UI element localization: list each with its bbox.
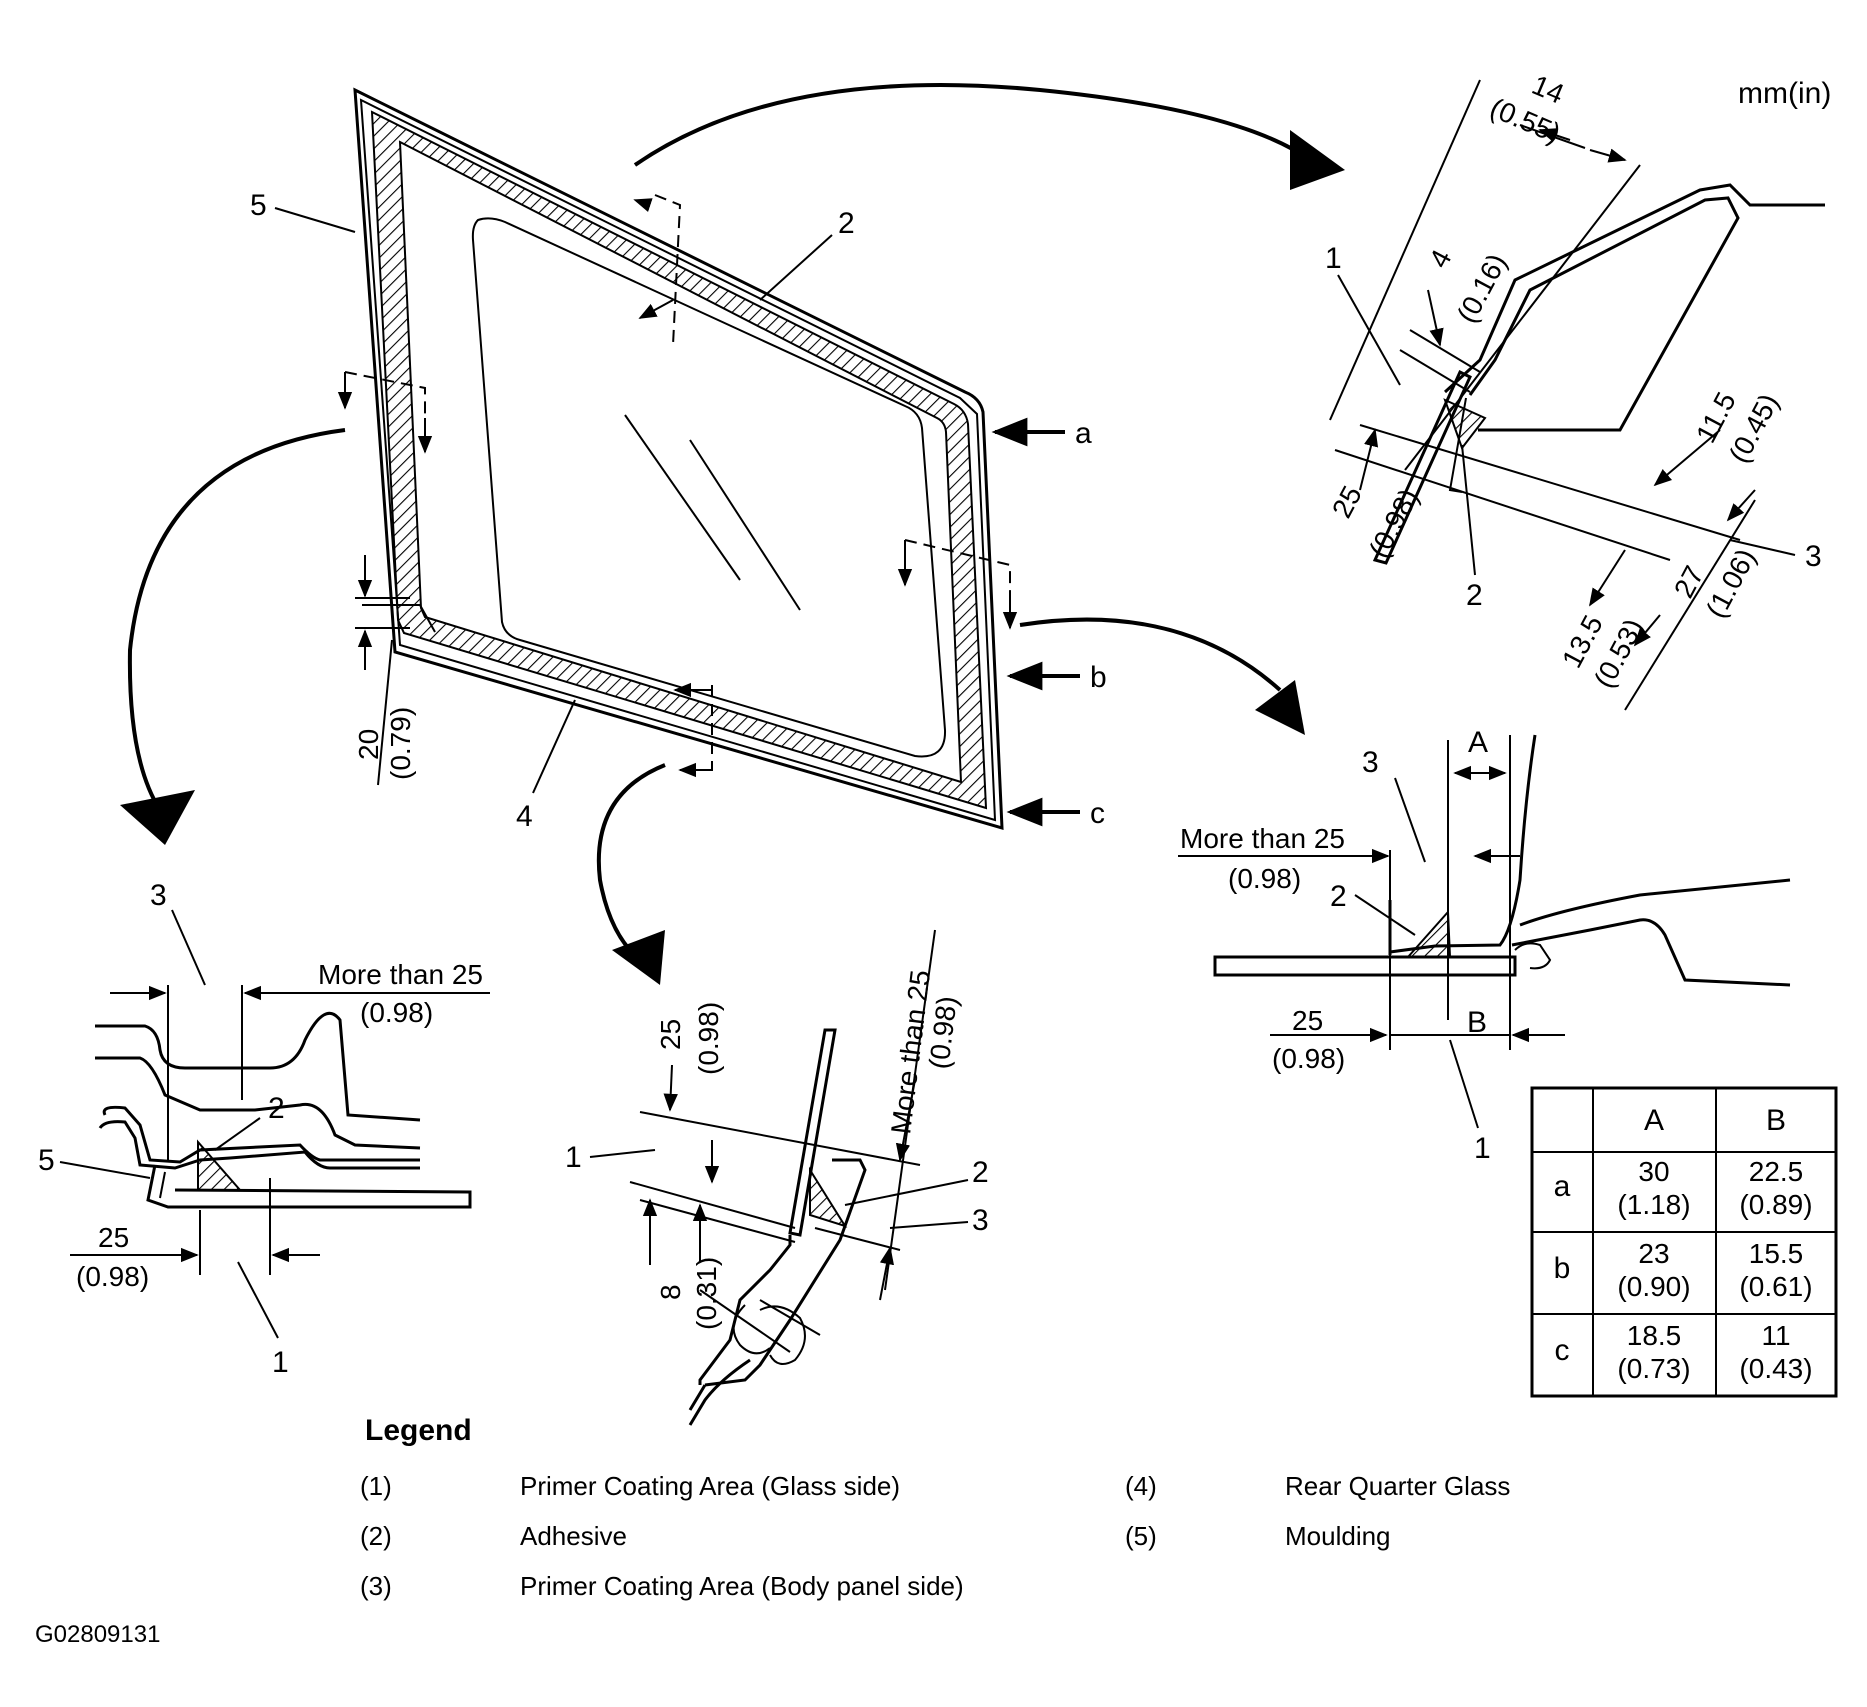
legend-num: (1)	[360, 1471, 392, 1501]
bl-dim-25: 25	[98, 1222, 129, 1253]
mr-label-A: A	[1468, 726, 1488, 759]
glass-inner-panel	[471, 217, 947, 758]
table-cell: (0.61)	[1739, 1271, 1812, 1302]
arrow-to-bottom-middle	[612, 930, 665, 985]
bm-dim-8-in: (0.31)	[691, 1257, 722, 1330]
dim-20-in: (0.79)	[385, 707, 416, 780]
legend-num: (3)	[360, 1571, 392, 1601]
callout-b: b	[1090, 661, 1107, 694]
table-cell: 30	[1638, 1156, 1669, 1187]
legend-num: (5)	[1125, 1521, 1157, 1551]
tr-callout-3: 3	[1805, 540, 1822, 573]
legend-num: (2)	[360, 1521, 392, 1551]
mr-dim-25: 25	[1292, 1005, 1323, 1036]
bm-dim-8: 8	[655, 1284, 686, 1300]
bm-callout-2: 2	[972, 1156, 989, 1189]
bl-callout-2: 2	[268, 1092, 285, 1125]
bl-dim-more: More than 25	[318, 959, 483, 990]
table-row-label: c	[1555, 1334, 1570, 1367]
bl-dim-25-in: (0.98)	[76, 1261, 149, 1292]
table-row-label: b	[1554, 1252, 1571, 1285]
dim-25-in: (0.98)	[1363, 484, 1425, 563]
table-row-label: a	[1554, 1170, 1571, 1203]
dim-27: 27	[1668, 561, 1710, 603]
tr-callout-1: 1	[1325, 242, 1342, 275]
detail-pointer-arrows	[120, 83, 1345, 985]
legend-text: Rear Quarter Glass	[1285, 1471, 1510, 1501]
detail-mid-right: A More than 25 (0.98) B 25 (0.98) 3 2 1	[1178, 726, 1791, 1165]
table-cell: (0.89)	[1739, 1189, 1812, 1220]
mr-dim-more: More than 25	[1180, 823, 1345, 854]
legend-title: Legend	[365, 1414, 472, 1447]
callout-4: 4	[516, 800, 533, 833]
legend-text: Primer Coating Area (Glass side)	[520, 1471, 900, 1501]
mr-dim-25-in: (0.98)	[1272, 1043, 1345, 1074]
bm-dim-25-in: (0.98)	[693, 1002, 724, 1075]
callout-c: c	[1090, 797, 1105, 830]
table-cell: 18.5	[1627, 1320, 1682, 1351]
table-cell: (1.18)	[1617, 1189, 1690, 1220]
legend: Legend (1) Primer Coating Area (Glass si…	[360, 1414, 1510, 1601]
table-header-A: A	[1644, 1104, 1664, 1137]
bm-dim-25: 25	[655, 1019, 686, 1050]
mr-callout-1: 1	[1474, 1132, 1491, 1165]
table-cell: (0.73)	[1617, 1353, 1690, 1384]
callout-5: 5	[250, 189, 267, 222]
table-cell: 22.5	[1749, 1156, 1804, 1187]
mr-dim-more-in: (0.98)	[1228, 863, 1301, 894]
glass-outline	[353, 87, 1004, 831]
legend-text: Adhesive	[520, 1521, 627, 1551]
dim-4: 4	[1423, 245, 1458, 273]
table-cell: (0.43)	[1739, 1353, 1812, 1384]
legend-num: (4)	[1125, 1471, 1157, 1501]
arrow-to-mid-right	[1255, 680, 1305, 735]
dimension-table: A B a 30 (1.18) 22.5 (0.89) b 23 (0.90) …	[1530, 1086, 1838, 1398]
bl-callout-5: 5	[38, 1144, 55, 1177]
detail-bottom-middle: 25 (0.98) 8 (0.31) More than 25 (0.98) 1…	[565, 929, 989, 1426]
table-cell: 23	[1638, 1238, 1669, 1269]
unit-label: mm(in)	[1738, 77, 1831, 110]
detail-top-right: 14 (0.55) 4 (0.16) 25 (0.98) 11.5 (0.45)…	[1325, 69, 1825, 711]
mr-label-B: B	[1467, 1006, 1487, 1039]
arrow-to-bottom-left	[120, 790, 195, 845]
detail-bottom-left: More than 25 (0.98) 25 (0.98) 3 2 5 1	[38, 879, 490, 1379]
adhesive-band	[370, 110, 988, 810]
dim-14: 14	[1528, 69, 1569, 110]
legend-text: Primer Coating Area (Body panel side)	[520, 1571, 964, 1601]
figure-code: G02809131	[35, 1621, 160, 1648]
legend-text: Moulding	[1285, 1521, 1391, 1551]
callout-2: 2	[838, 207, 855, 240]
main-glass-view: a b c 5 2 4 20 (0.79)	[250, 87, 1107, 833]
bm-callout-1: 1	[565, 1141, 582, 1174]
table-header-B: B	[1766, 1104, 1786, 1137]
callout-a: a	[1075, 417, 1092, 450]
arrow-to-top-right	[1290, 130, 1345, 190]
bm-callout-3: 3	[972, 1204, 989, 1237]
bl-dim-more-in: (0.98)	[360, 997, 433, 1028]
bl-callout-1: 1	[272, 1346, 289, 1379]
tr-callout-2: 2	[1466, 579, 1483, 612]
mr-callout-2: 2	[1330, 880, 1347, 913]
table-cell: 15.5	[1749, 1238, 1804, 1269]
dim-27-in: (1.06)	[1700, 544, 1762, 623]
mr-callout-3: 3	[1362, 746, 1379, 779]
table-cell: (0.90)	[1617, 1271, 1690, 1302]
dim-4-in: (0.16)	[1451, 249, 1513, 328]
dim-20: 20	[353, 729, 384, 760]
bl-callout-3: 3	[150, 879, 167, 912]
table-cell: 11	[1761, 1320, 1790, 1351]
